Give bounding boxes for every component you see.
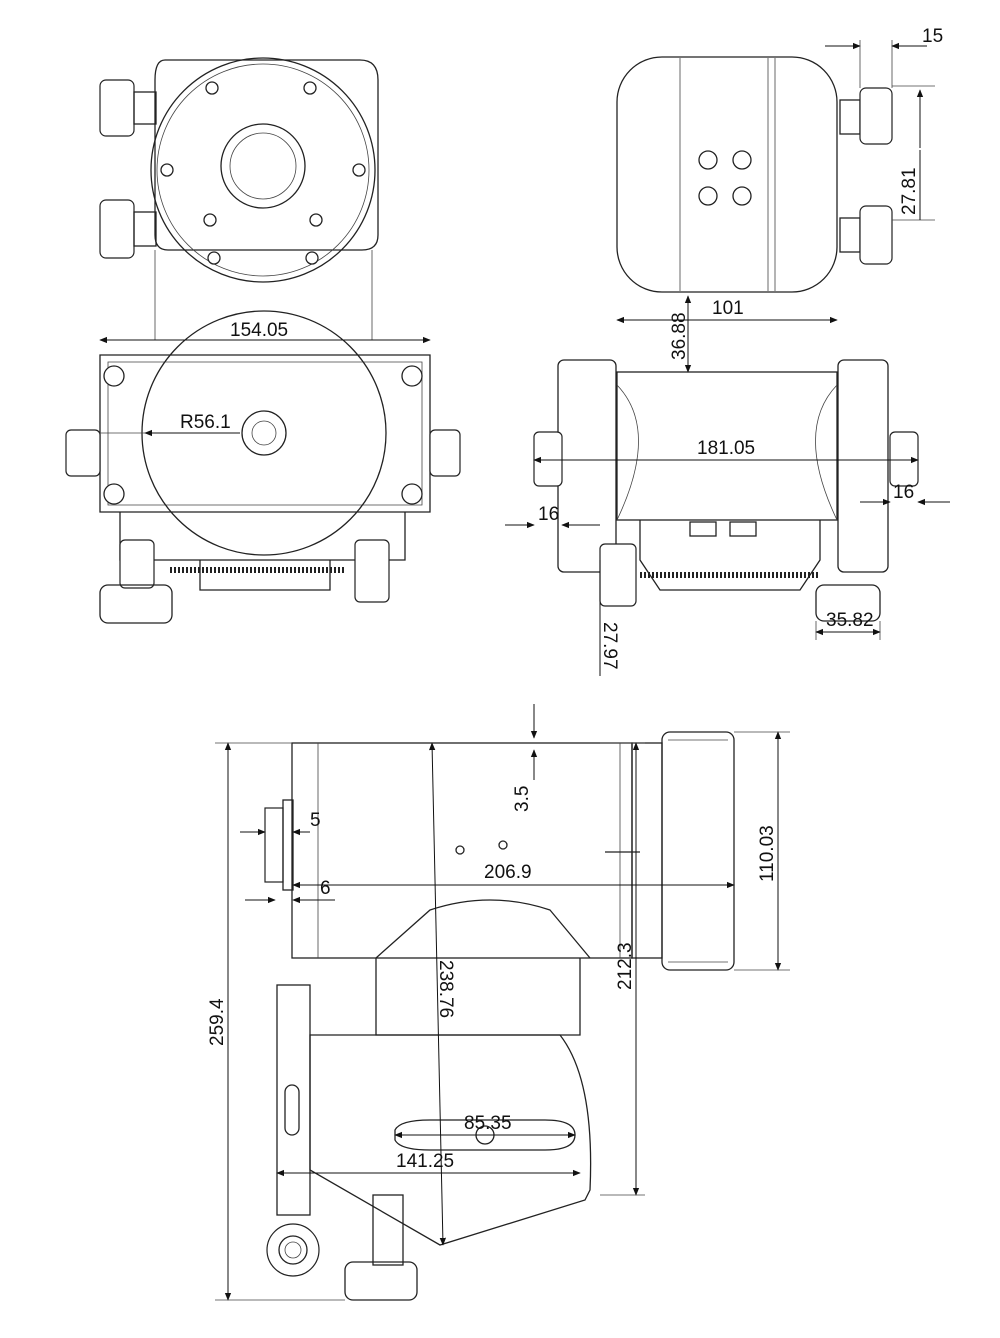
dim-plate-offset: 6 — [320, 878, 331, 899]
dim-plate-gap: 5 — [310, 810, 321, 831]
dim-radius: R56.1 — [180, 412, 231, 433]
front-bottom-knob — [99, 539, 173, 624]
dim-overall-width: 181.05 — [697, 438, 755, 459]
dim-base-length: 141.25 — [396, 1151, 454, 1172]
dim-arm-height: 212.3 — [615, 942, 636, 990]
bolt-holes — [160, 81, 366, 265]
side-view: 15 27.81 101 36.88 181.05 16 16 27.97 35… — [505, 26, 950, 676]
knob-upper-left — [99, 79, 157, 137]
side-knob-upper — [839, 87, 893, 145]
dim-inner-height: 238.76 — [435, 960, 456, 1018]
dim-width: 154.05 — [230, 320, 288, 341]
dim-knob-pitch: 27.81 — [899, 167, 920, 215]
dim-overall-height: 259.4 — [207, 998, 228, 1046]
dim-head-width: 101 — [712, 298, 744, 319]
front-view: 154.05 R56.1 — [65, 57, 461, 624]
dim-right-margin: 16 — [893, 482, 914, 503]
dim-slot-length: 85.35 — [464, 1113, 512, 1134]
dim-top-offset: 3.5 — [512, 786, 533, 812]
dim-left-margin: 16 — [538, 504, 559, 525]
knob-lower-left — [99, 199, 157, 259]
dim-body-length: 206.9 — [484, 862, 532, 883]
head-ports — [698, 150, 752, 206]
dim-foot-width: 35.82 — [826, 610, 874, 631]
bottom-view: 3.5 5 6 206.9 110.03 259.4 238.76 212.3 … — [207, 704, 790, 1301]
dim-head-diameter: 110.03 — [757, 825, 778, 882]
dim-knob-offset: 15 — [922, 26, 943, 47]
side-knob-lower — [839, 205, 893, 265]
dim-lower-knob: 27.97 — [599, 622, 620, 670]
dim-head-height: 36.88 — [669, 312, 690, 360]
